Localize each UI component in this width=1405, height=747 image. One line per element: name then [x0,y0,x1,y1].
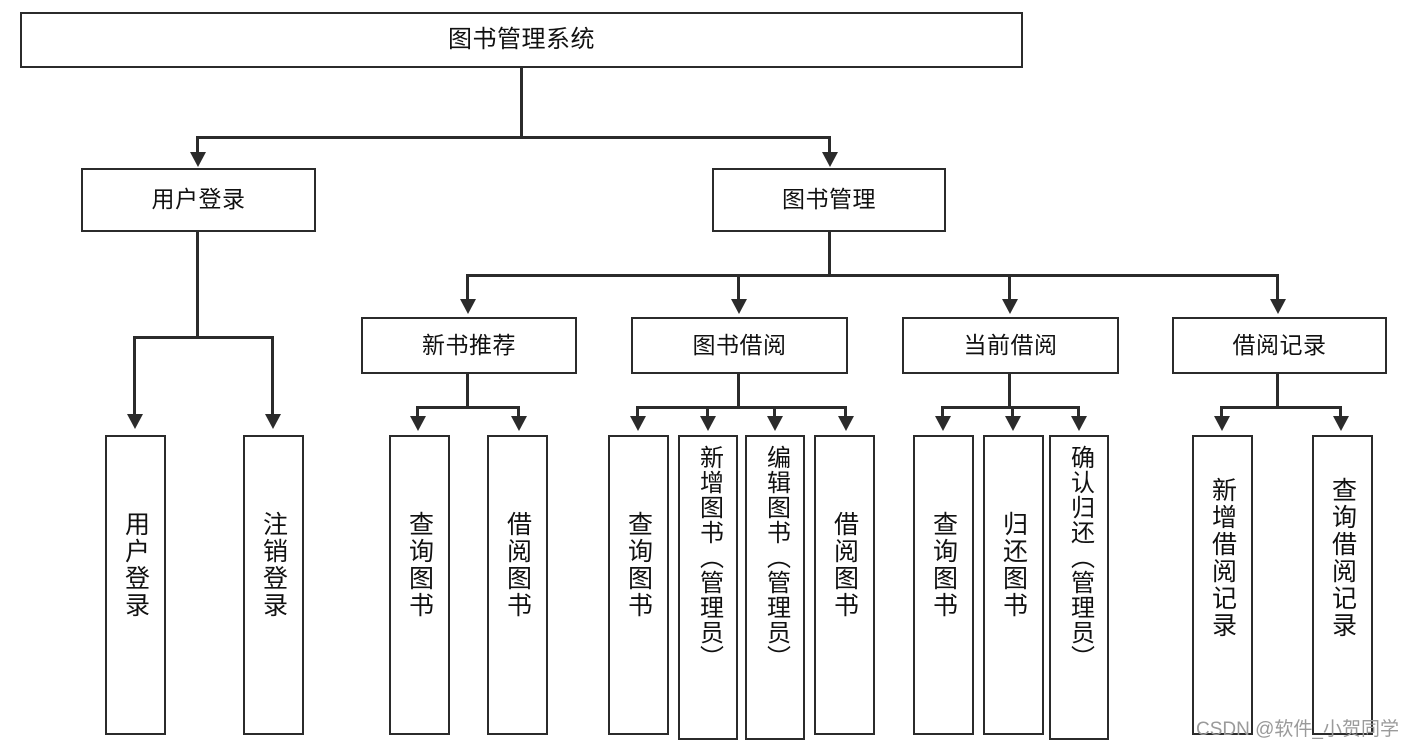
arrow-bm-to-book-borrow [731,299,747,314]
connector-book-management-stem [828,232,831,276]
leaf-query-book-recommend[interactable]: 查询图书 [389,435,450,735]
connector-bb-to-leaf-4 [844,406,847,418]
node-label: 注销登录 [259,511,288,619]
arrow-new-book-to-leaf-1 [410,416,426,431]
connector-new-book-stem [466,374,469,408]
leaf-add-borrow-record[interactable]: 新增借阅记录 [1192,435,1253,735]
connector-book-management-bus [466,274,1279,277]
node-label: 新增借阅记录 [1208,477,1237,639]
connector-new-book-to-leaf-2 [517,406,520,418]
arrow-user-login-to-leaf-1 [127,414,143,429]
arrow-new-book-to-leaf-2 [511,416,527,431]
node-label: 确认归还（管理员） [1066,445,1094,670]
leaf-query-book-current[interactable]: 查询图书 [913,435,974,735]
node-book-borrow[interactable]: 图书借阅 [631,317,848,374]
node-label: 用户登录 [151,186,246,213]
arrow-bm-to-current-borrow [1002,299,1018,314]
node-book-management[interactable]: 图书管理 [712,168,946,232]
connector-book-borrow-bus [636,406,847,409]
node-new-book-recommend[interactable]: 新书推荐 [361,317,577,374]
arrow-br-to-leaf-1 [1214,416,1230,431]
connector-bm-to-borrow-record [1276,274,1279,301]
node-label: 新增图书（管理员） [695,445,723,670]
connector-user-login-stem [196,232,199,338]
node-label: 借阅记录 [1232,331,1327,358]
arrow-bb-to-leaf-3 [767,416,783,431]
connector-bb-to-leaf-3 [773,406,776,418]
arrow-user-login-to-leaf-2 [265,414,281,429]
connector-borrow-record-stem [1276,374,1279,408]
csdn-watermark: CSDN @软件_小贺同学 [1196,719,1399,740]
connector-br-to-leaf-1 [1220,406,1223,418]
leaf-return-book[interactable]: 归还图书 [983,435,1044,735]
connector-book-borrow-stem [737,374,740,408]
arrow-root-to-book-management [822,152,838,167]
connector-bm-to-new-book [466,274,469,301]
node-label: 新书推荐 [422,331,516,358]
leaf-query-book-borrow[interactable]: 查询图书 [608,435,669,735]
node-user-login[interactable]: 用户登录 [81,168,316,232]
arrow-bb-to-leaf-1 [630,416,646,431]
node-label: 借阅图书 [503,511,532,619]
connector-cb-to-leaf-3 [1077,406,1080,418]
arrow-cb-to-leaf-3 [1071,416,1087,431]
leaf-borrow-book-recommend[interactable]: 借阅图书 [487,435,548,735]
leaf-confirm-return-admin[interactable]: 确认归还（管理员） [1049,435,1109,740]
node-label: 查询借阅记录 [1328,477,1357,639]
node-label: 查询图书 [929,511,958,619]
node-label: 用户登录 [121,511,150,619]
leaf-edit-book-admin[interactable]: 编辑图书（管理员） [745,435,805,740]
connector-root-stem [520,68,523,138]
node-label: 查询图书 [405,511,434,619]
arrow-bm-to-new-book [460,299,476,314]
node-label: 图书管理 [782,186,876,213]
connector-bb-to-leaf-2 [706,406,709,418]
arrow-bm-to-borrow-record [1270,299,1286,314]
arrow-cb-to-leaf-2 [1005,416,1021,431]
connector-user-login-bus [133,336,274,339]
node-label: 当前借阅 [963,331,1058,358]
connector-current-borrow-bus [941,406,1079,409]
arrow-br-to-leaf-2 [1333,416,1349,431]
arrow-bb-to-leaf-2 [700,416,716,431]
connector-bb-to-leaf-1 [636,406,639,418]
connector-cb-to-leaf-1 [941,406,944,418]
arrow-bb-to-leaf-4 [838,416,854,431]
connector-new-book-to-leaf-1 [416,406,419,418]
arrow-root-to-user-login [190,152,206,167]
node-borrow-record[interactable]: 借阅记录 [1172,317,1387,374]
leaf-query-borrow-record[interactable]: 查询借阅记录 [1312,435,1373,735]
node-root-book-management-system[interactable]: 图书管理系统 [20,12,1023,68]
connector-bm-to-current-borrow [1008,274,1011,301]
connector-new-book-bus [416,406,520,409]
node-label: 查询图书 [624,511,653,619]
connector-root-to-book-management [828,136,831,154]
leaf-logout-login[interactable]: 注销登录 [243,435,304,735]
connector-borrow-record-bus [1220,406,1342,409]
node-label: 编辑图书（管理员） [762,445,790,670]
connector-cb-to-leaf-2 [1011,406,1014,418]
leaf-borrow-book-borrow[interactable]: 借阅图书 [814,435,875,735]
node-label: 图书管理系统 [448,25,595,53]
leaf-user-login[interactable]: 用户登录 [105,435,166,735]
node-label: 归还图书 [999,511,1028,619]
connector-current-borrow-stem [1008,374,1011,408]
arrow-cb-to-leaf-1 [935,416,951,431]
connector-user-login-to-leaf-2 [271,336,274,416]
node-label: 图书借阅 [692,331,787,358]
connector-root-bus [196,136,831,139]
node-current-borrow[interactable]: 当前借阅 [902,317,1119,374]
node-label: 借阅图书 [830,511,859,619]
connector-bm-to-book-borrow [737,274,740,301]
connector-root-to-user-login [196,136,199,154]
leaf-add-book-admin[interactable]: 新增图书（管理员） [678,435,738,740]
connector-user-login-to-leaf-1 [133,336,136,416]
connector-br-to-leaf-2 [1339,406,1342,418]
